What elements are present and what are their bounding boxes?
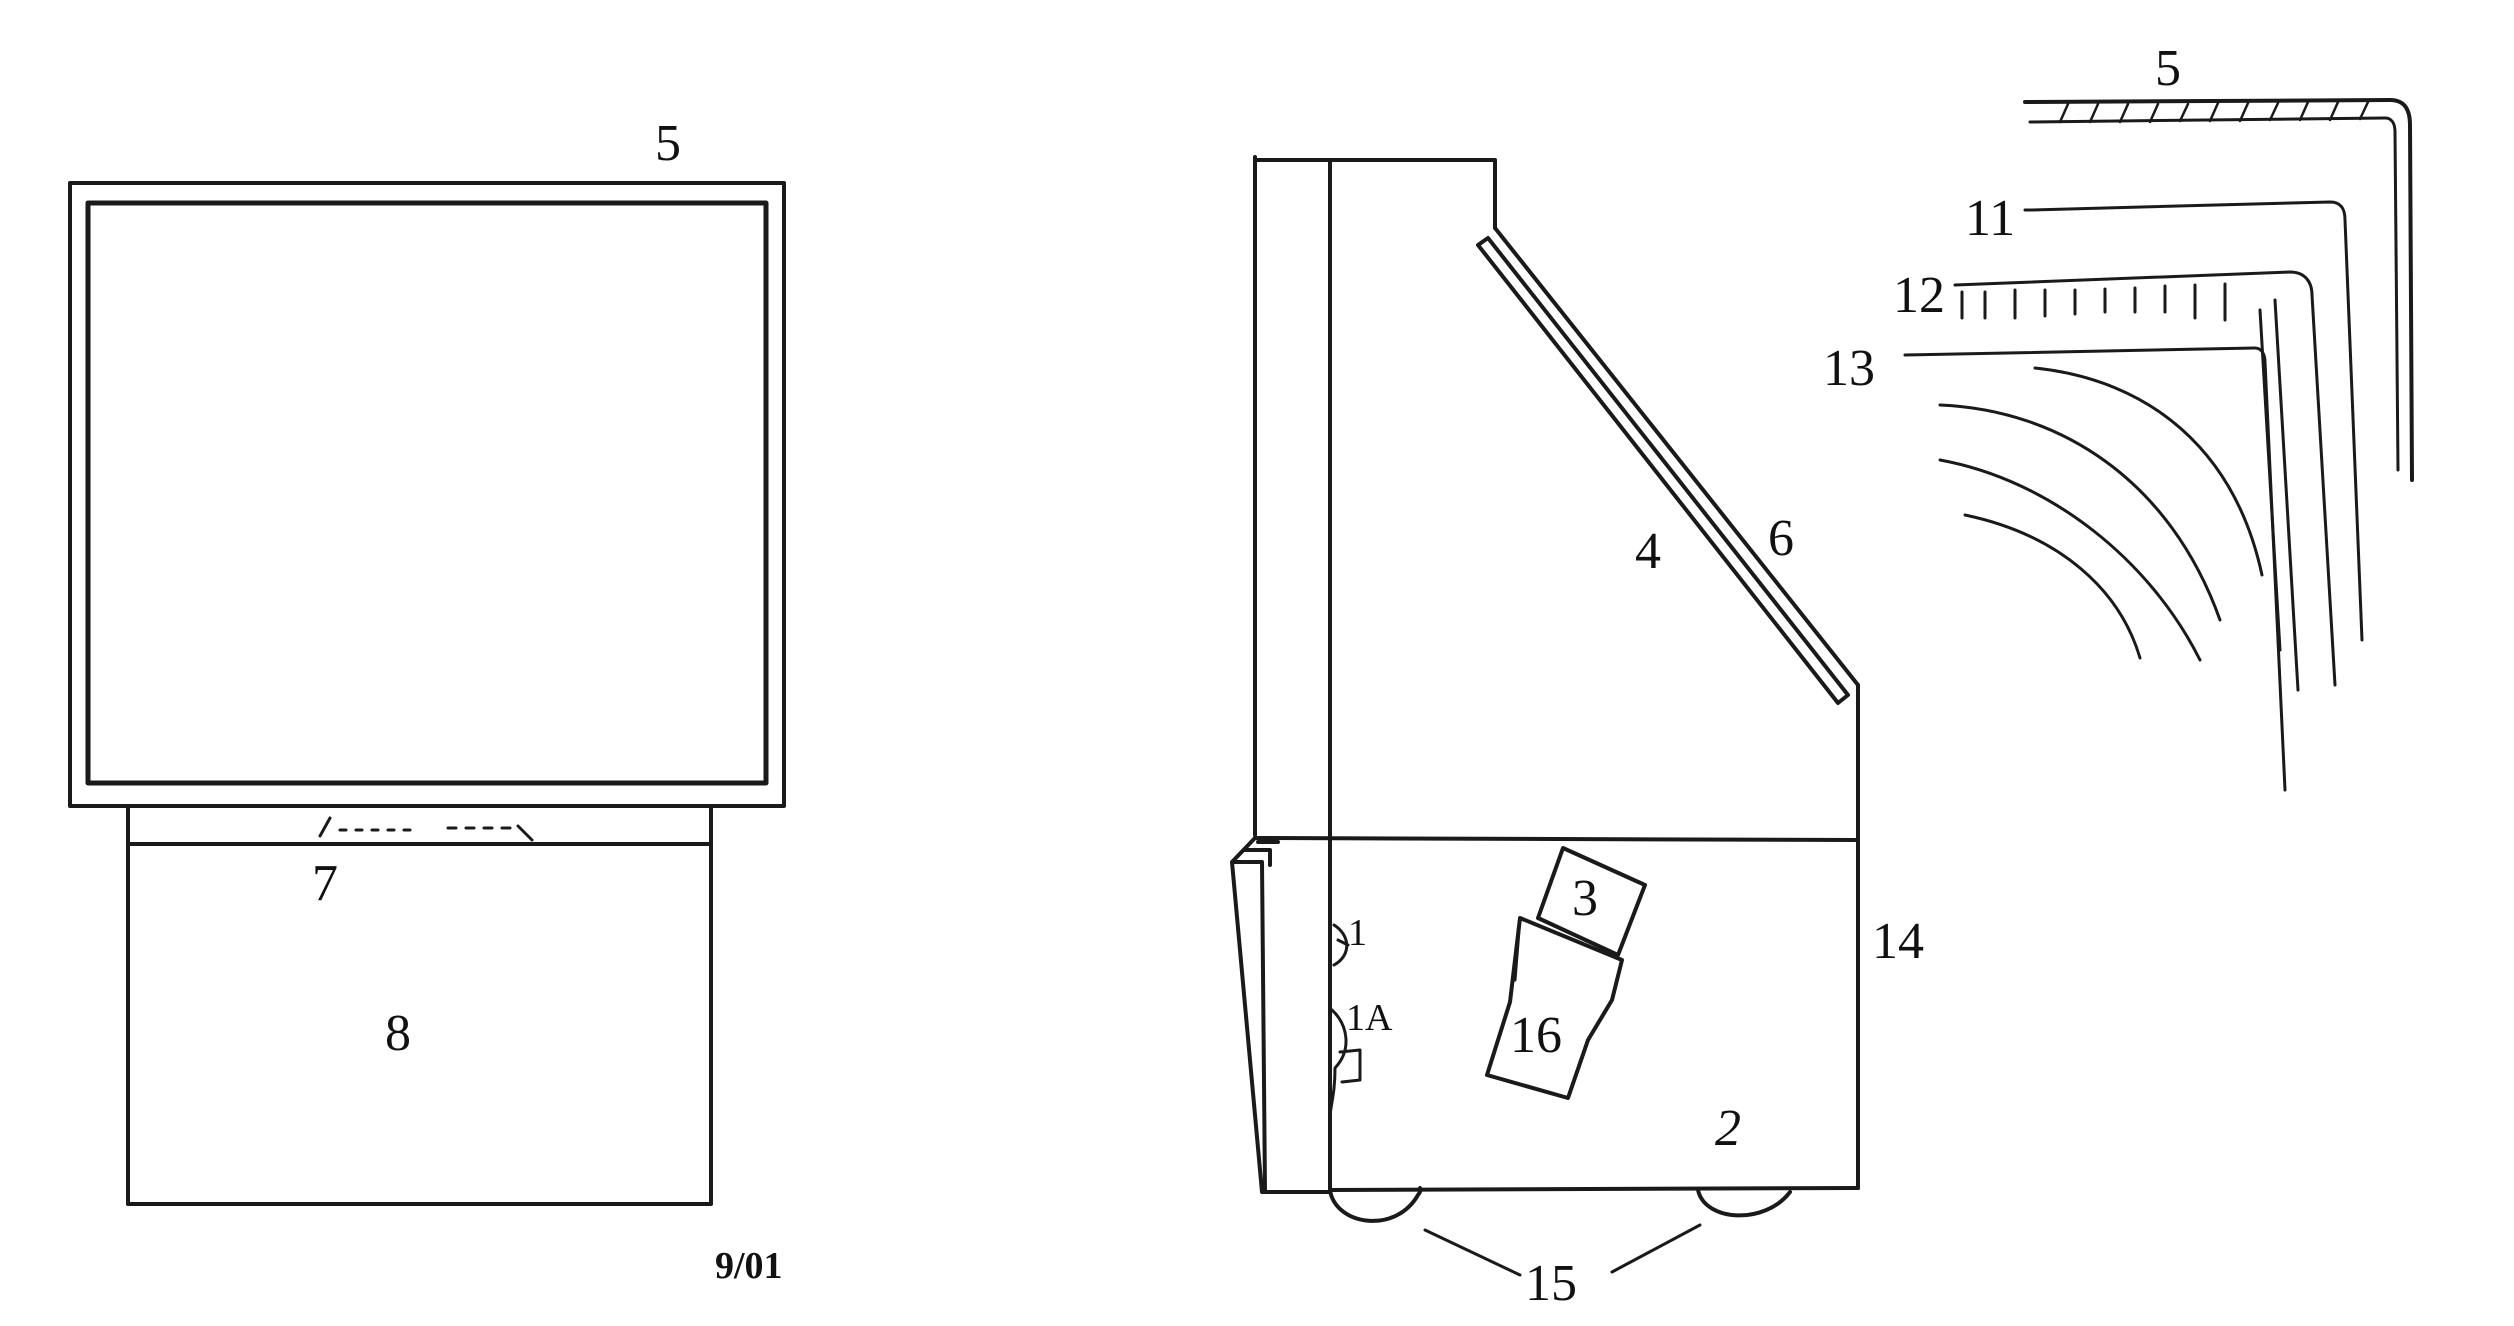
layer-detail: 5 11 12 13 bbox=[1823, 40, 2414, 792]
layer-5-inner bbox=[2028, 116, 2400, 472]
divider-line bbox=[1253, 836, 1860, 842]
sheet-number: 9/01 bbox=[715, 1245, 783, 1287]
label-2: 2 bbox=[1715, 1100, 1741, 1157]
control-buttons bbox=[318, 816, 534, 842]
lens-16-edge bbox=[1513, 916, 1522, 982]
side-view: 4 6 3 16 1 1A 2 14 15 bbox=[1230, 155, 1924, 1312]
label-5-detail: 5 bbox=[2155, 40, 2181, 97]
layer-5-hatching bbox=[2058, 100, 2370, 124]
cabinet-bottom bbox=[1328, 1186, 1860, 1192]
label-11: 11 bbox=[1965, 190, 2015, 247]
label-1: 1 bbox=[1348, 912, 1367, 954]
label-7: 7 bbox=[312, 855, 338, 912]
wheel-rear bbox=[1696, 1188, 1792, 1218]
layer-11 bbox=[2028, 200, 2364, 642]
label-14: 14 bbox=[1872, 913, 1924, 970]
label-5-front: 5 bbox=[655, 115, 681, 172]
component-1 bbox=[1332, 923, 1350, 967]
screen-inner-frame bbox=[85, 200, 769, 786]
wavefront-2 bbox=[1938, 403, 2222, 622]
wavefront-3 bbox=[1938, 458, 2202, 662]
label-4: 4 bbox=[1635, 523, 1661, 580]
layer-12 bbox=[1953, 270, 2337, 687]
base-cabinet bbox=[126, 842, 713, 1206]
control-strip bbox=[126, 804, 713, 846]
screen-outer-frame bbox=[68, 181, 786, 808]
projector-3 bbox=[1536, 846, 1647, 957]
label-12: 12 bbox=[1893, 267, 1945, 324]
label-1a: 1A bbox=[1346, 997, 1393, 1039]
front-view: 5 7 8 bbox=[68, 115, 786, 1206]
sloped-back-outer bbox=[1493, 226, 1860, 687]
layer-13 bbox=[1903, 346, 2287, 792]
label-15: 15 bbox=[1525, 1255, 1577, 1312]
mirror-6 bbox=[1476, 236, 1850, 705]
label-16: 16 bbox=[1510, 1007, 1562, 1064]
label-3: 3 bbox=[1572, 870, 1598, 927]
front-bezel bbox=[1230, 836, 1332, 1194]
leader-15 bbox=[1423, 1223, 1702, 1277]
wavefront-1 bbox=[2033, 366, 2264, 577]
component-1a bbox=[1328, 1008, 1362, 1117]
cabinet-top-edge bbox=[1253, 158, 1497, 230]
label-13: 13 bbox=[1823, 340, 1875, 397]
layer-12-ticks bbox=[1960, 282, 2227, 322]
layer-5-cover bbox=[2023, 98, 2414, 482]
wavefront-4 bbox=[1963, 513, 2142, 660]
front-panel bbox=[1253, 155, 1332, 1194]
lens-16 bbox=[1485, 916, 1624, 1100]
wheel-front bbox=[1328, 1186, 1423, 1223]
label-8: 8 bbox=[385, 1005, 411, 1062]
label-6: 6 bbox=[1768, 510, 1794, 567]
